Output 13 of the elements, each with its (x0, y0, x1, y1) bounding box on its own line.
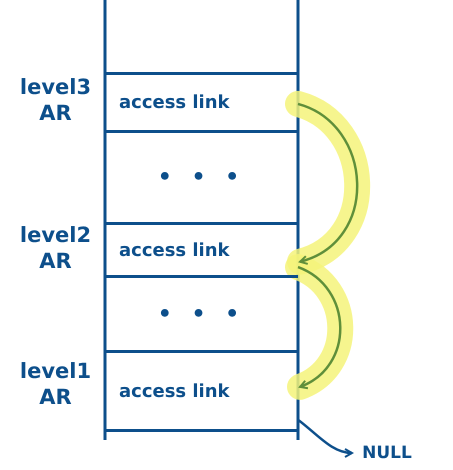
cell-label: access link (119, 380, 230, 402)
record-label: level1 AR (18, 358, 92, 410)
stack-cell (105, 350, 298, 432)
record-label: level2 AR (18, 222, 92, 274)
cell-label: NULL (362, 443, 412, 463)
ellipsis-dots: • • • (158, 165, 246, 190)
arrow (297, 418, 353, 458)
cell-label: access link (119, 240, 230, 260)
record-label: level3 AR (18, 74, 92, 126)
ellipsis-dots: • • • (158, 302, 246, 326)
cell-label: access link (119, 92, 230, 113)
arrow (297, 266, 342, 388)
arrow (298, 102, 358, 264)
